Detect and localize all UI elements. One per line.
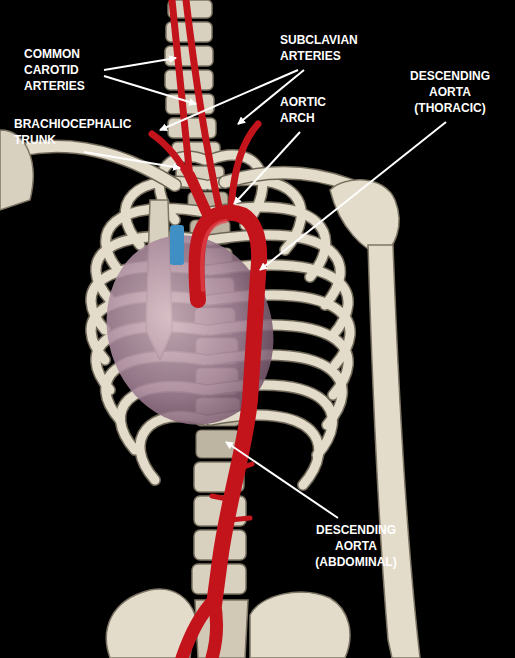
humerus-head xyxy=(330,180,399,255)
aortic-branches xyxy=(152,0,258,658)
leader-line xyxy=(84,152,180,168)
structure-label: AORTIC ARCH xyxy=(280,94,342,126)
aorta-highlight xyxy=(202,221,226,290)
clavicle xyxy=(20,146,175,185)
clavicle-outline xyxy=(20,146,175,185)
structure-label: COMMON CAROTID ARTERIES xyxy=(24,46,102,94)
structure-label: DESCENDING AORTA (ABDOMINAL) xyxy=(300,522,412,570)
leader-line xyxy=(104,58,176,70)
pelvis xyxy=(250,592,350,658)
structure-label: SUBCLAVIAN ARTERIES xyxy=(280,32,375,64)
clavicle-outline xyxy=(225,173,350,185)
clavicle xyxy=(225,173,350,185)
leader-line xyxy=(260,122,446,270)
vena-cava xyxy=(170,225,184,265)
aorta xyxy=(196,213,259,605)
structure-label: BRACHIOCEPHALIC TRUNK xyxy=(14,116,149,148)
leader-line xyxy=(160,70,298,130)
humerus xyxy=(368,245,420,658)
leader-line xyxy=(226,442,338,518)
structure-label: DESCENDING AORTA (THORACIC) xyxy=(398,68,502,116)
leader-line xyxy=(104,76,196,104)
leader-line xyxy=(234,132,300,204)
